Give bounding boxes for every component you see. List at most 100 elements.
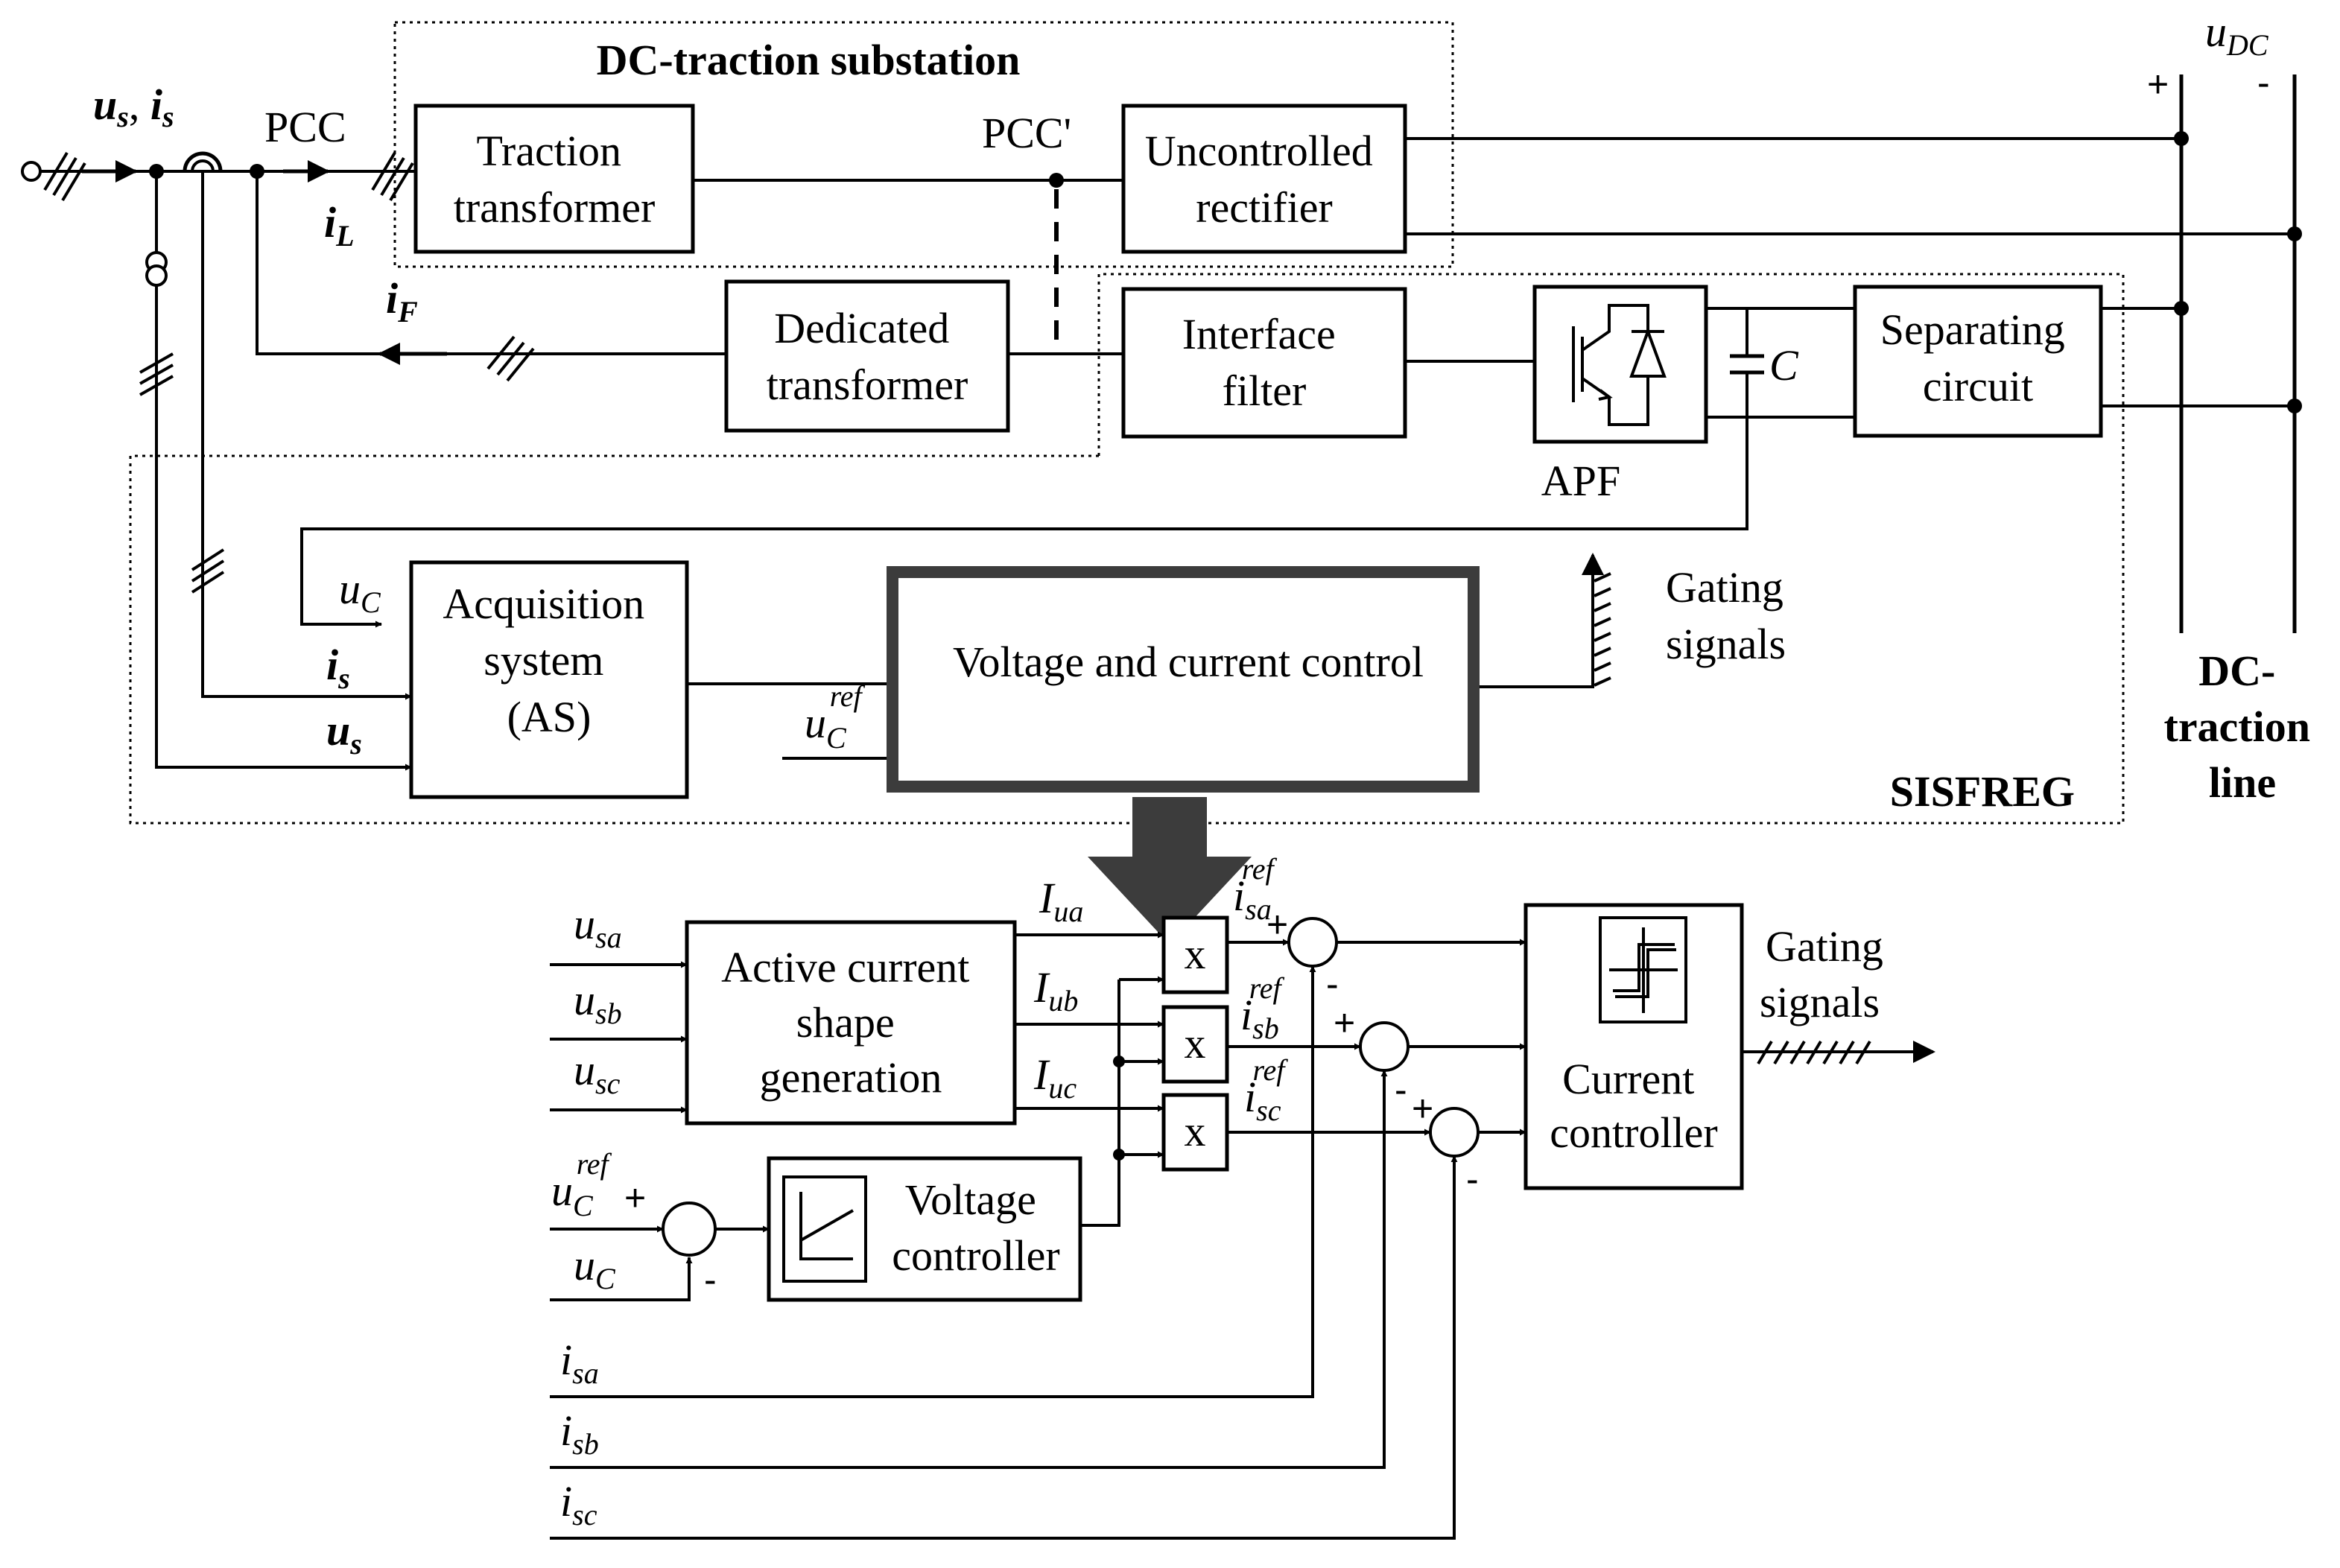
summer-voltage — [662, 1202, 717, 1257]
apf-block — [1532, 285, 1708, 444]
summer-c — [1429, 1107, 1480, 1158]
label-pcc-prime: PCC' — [982, 109, 1071, 157]
label-isaref: isaref — [1233, 852, 1278, 926]
dedicated-transformer-label: Dedicated transformer — [767, 304, 968, 409]
gating-signals-bottom-label: Gating signals — [1760, 922, 1894, 1026]
zoom-arrow-icon — [1088, 797, 1252, 945]
voltage-current-control-block — [887, 566, 1480, 793]
three-phase-marks-5 — [139, 352, 174, 396]
summer-b-plus: + — [1334, 1002, 1355, 1044]
vc-output-line — [1080, 980, 1120, 1227]
label-uc: uC — [574, 1241, 616, 1295]
apf-label: APF — [1541, 457, 1620, 505]
current-sensor-icon — [183, 151, 223, 172]
three-phase-marks-1 — [43, 151, 86, 202]
label-us-is: us, is — [93, 80, 174, 133]
voltage-current-control-label: Voltage and current control — [953, 638, 1424, 686]
multiplier-a — [1161, 915, 1229, 994]
multiplier-c-label: x — [1185, 1107, 1206, 1155]
node-vc-b — [1113, 1056, 1125, 1067]
summer-vc-minus: - — [704, 1259, 717, 1301]
label-pcc: PCC — [264, 103, 346, 151]
interface-filter-block — [1121, 287, 1407, 439]
summer-a — [1287, 917, 1338, 968]
voltage-controller-label: Voltage controller — [892, 1175, 1059, 1280]
label-is-in: is — [326, 641, 350, 695]
dc-traction-substation-region — [393, 21, 1454, 268]
substation-title: DC-traction substation — [597, 36, 1021, 84]
bus-plus-sign: + — [2147, 63, 2169, 105]
node-bus-plus-1 — [2174, 131, 2189, 146]
multiplier-b-label: x — [1185, 1019, 1206, 1067]
summer-b — [1359, 1021, 1410, 1072]
three-phase-marks-3 — [486, 335, 535, 382]
uc-feedback-line — [300, 417, 1748, 628]
capacitor-label: C — [1769, 341, 1799, 390]
label-if: iF — [386, 274, 418, 328]
summer-b-minus: - — [1395, 1069, 1407, 1111]
hysteresis-icon — [1599, 916, 1687, 1023]
three-phase-marks-4 — [191, 548, 225, 594]
summer-c-minus: - — [1466, 1158, 1479, 1200]
separating-circuit-label: Separating circuit — [1880, 305, 2076, 410]
multiplier-b — [1161, 1005, 1229, 1084]
summer-a-minus: - — [1326, 963, 1339, 1005]
if-return-line — [256, 171, 726, 355]
label-us-in: us — [326, 706, 362, 761]
source-terminal — [21, 161, 42, 182]
traction-transformer-label: Traction transformer — [454, 127, 656, 232]
summer-c-plus: + — [1412, 1088, 1433, 1129]
separating-circuit-block — [1853, 285, 2103, 438]
voltage-transducer-icon-b — [145, 264, 168, 287]
label-iuc: Iuc — [1033, 1050, 1077, 1105]
active-current-shape-label: Active current shape generation — [721, 943, 980, 1102]
active-current-shape-block — [685, 920, 1017, 1126]
pi-characteristic-curve — [799, 1192, 854, 1260]
gating-signals-top-label: Gating signals — [1666, 563, 1794, 668]
gating-hatch-top — [1594, 572, 1611, 687]
current-sensor-inner — [191, 159, 215, 172]
node-pcc-prime — [1049, 173, 1064, 188]
control-to-gating-line — [1480, 553, 1604, 688]
acquisition-system-block — [409, 560, 689, 799]
bus-minus-sign: - — [2257, 62, 2270, 104]
igbt-diode-icon — [1572, 304, 1667, 426]
isb-feedback-line — [550, 1070, 1388, 1469]
dedicated-transformer-block — [724, 279, 1010, 433]
acquisition-system-label: Acquisition system (AS) — [443, 580, 655, 741]
label-ucref: uCref — [551, 1147, 612, 1222]
three-phase-marks-2 — [371, 151, 414, 202]
substation-region-lower-part — [129, 273, 2125, 825]
label-il: iL — [324, 198, 355, 253]
current-controller-label: Current controller — [1550, 1055, 1717, 1157]
label-isb: isb — [560, 1406, 599, 1461]
sisfreg-title: SISFREG — [1890, 767, 2075, 816]
is-measure-line — [201, 171, 412, 700]
capacitor-icon — [1730, 354, 1764, 375]
us-measure-line — [155, 171, 412, 771]
current-controller-block — [1523, 903, 1744, 1190]
label-uc-in: uC — [339, 565, 381, 619]
label-usc: usc — [574, 1046, 621, 1100]
multiplier-a-label: x — [1185, 930, 1206, 978]
label-usa: usa — [574, 900, 622, 954]
gating-hatch-bottom — [1757, 1040, 1871, 1065]
uncontrolled-rectifier-block — [1121, 104, 1407, 254]
label-isa: isa — [560, 1336, 599, 1390]
label-iscref: iscref — [1244, 1053, 1288, 1127]
isc-feedback-line — [550, 1155, 1458, 1540]
hysteresis-icon-curve — [1609, 927, 1678, 1013]
dc-traction-line-label: DC- traction line — [2164, 647, 2321, 807]
label-isc: isc — [560, 1477, 597, 1532]
summer-vc-plus: + — [624, 1177, 646, 1219]
uncontrolled-rectifier-label: Uncontrolled rectifier — [1145, 127, 1384, 232]
label-iua: Iua — [1039, 874, 1083, 928]
interface-filter-label: Interface filter — [1182, 310, 1347, 415]
pi-characteristic-icon — [782, 1175, 867, 1283]
isa-feedback-line — [550, 965, 1316, 1398]
node-vc-c — [1113, 1149, 1125, 1161]
node-bus-minus-1 — [2287, 226, 2302, 241]
label-ucref-top: uCref — [805, 679, 866, 755]
summer-a-plus: + — [1266, 904, 1288, 945]
